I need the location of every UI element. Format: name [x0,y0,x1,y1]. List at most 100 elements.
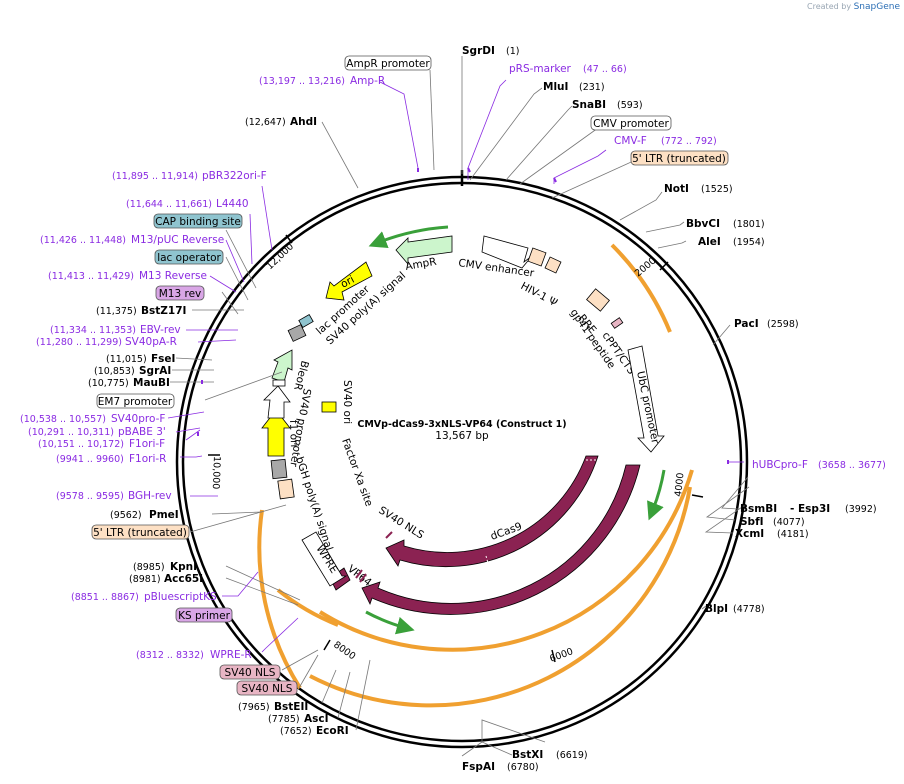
tick-label-10000: 10,000 [210,456,222,490]
box-em7-promoter-text: EM7 promoter [98,396,173,408]
box-sv40-nls-1 [219,664,281,680]
site-sbfi-coord: (4077) [773,517,805,528]
box-cap-binding-site-text: CAP binding site [155,216,241,228]
site-snabi: SnaBI [572,99,606,111]
plasmid-name: CMVp-dCas9-3xNLS-VP64 (Construct 1) [357,419,566,430]
box-em7-promoter [96,393,175,409]
box-sv40-nls-1-text: SV40 NLS [225,667,276,679]
ampr-label: AmpR [404,256,437,273]
f1-ori-feature [261,409,291,457]
orange-track-left [257,509,302,690]
hiv-label: HIV-1 Ψ [519,280,560,309]
site-ecori-coord: (7652) [280,726,312,737]
site-mlui-coord: (231) [579,82,605,93]
bleor-feature [271,349,293,383]
primer-pbluescriptks-coord: (8851 .. 8867) [71,592,139,603]
wpre-feature [301,531,348,587]
factor-xa-label: Factor Xa site [339,437,375,508]
site-bbvci: BbvCI [686,218,720,230]
primer-ticks [197,167,729,464]
box-ks-primer [175,607,233,623]
primer-l4440: L4440 [216,198,249,210]
site-blpi: BlpI [705,603,728,615]
ubc-promoter-feature [627,345,665,453]
primer-sv40pro-f: SV40pro-F [111,413,165,425]
site-asci: AscI [304,713,329,725]
cmv-promoter-block [527,247,547,267]
box-lac-operator [154,249,224,265]
box-ampr-promoter-text: AmpR promoter [346,58,430,70]
box-sv40-nls-2 [236,680,298,696]
ori-feature [325,261,373,301]
plasmid-size: 13,567 bp [435,430,489,442]
site-sgrdi: SgrDI [462,45,495,57]
site-sgrai: SgrAI [139,365,171,377]
site-bstxi: BstXI [512,749,543,761]
box-labels: AmpR promoter CMV promoter 5' LTR (trunc… [91,55,729,696]
ori-label: ori [339,274,357,291]
ltr-block-left [277,478,295,500]
box-ks-primer-text: KS primer [178,610,230,622]
ampr-feature [395,235,453,266]
site-fsei-coord: (11,015) [106,354,147,365]
orange-track-right2 [309,486,692,708]
site-maubi-coord: (10,775) [88,378,129,389]
tick-label-12000: 12,000 [264,241,296,272]
site-blpi-coord: (4778) [733,604,765,615]
site-noti: NotI [664,183,689,195]
credit-prefix: Created by [807,2,852,11]
dcas9-dash-2 [485,555,491,571]
primer-sv40pa-r: SV40pA-R [125,336,177,348]
credit-brand: SnapGene [853,2,900,12]
bgh-polya-block [270,458,288,480]
primer-ebv-rev: EBV-rev [140,324,181,336]
ltr-block-top [544,256,562,274]
green-arrow-bottom [365,610,415,635]
site-sgrdi-coord: (1) [506,46,519,57]
box-ampr-promoter [344,55,432,71]
site-bsteii: BstEII [274,701,308,713]
site-bstz17i: BstZ17I [141,305,186,317]
primer-prs-marker-coord: (47 .. 66) [583,64,627,75]
green-arrow-right-1 [647,469,666,521]
box-sv40-nls-2-text: SV40 NLS [242,683,293,695]
site-sbfi: SbfI [740,516,764,528]
tick-label-6000: 6000 [548,646,574,665]
primer-m13puc-reverse: M13/pUC Reverse [131,234,224,246]
box-ltr-top [630,150,729,166]
snapgene-credit: Created by SnapGene [807,2,900,12]
primer-wpre-r-coord: (8312 .. 8332) [136,650,204,661]
box-cap-binding-site [153,213,243,229]
site-fspai-coord: (6780) [507,762,539,773]
primer-l4440-coord: (11,644 .. 11,661) [126,199,212,210]
primer-f1ori-r: F1ori-R [129,453,166,465]
site-acc65i: Acc65I [164,573,203,585]
tick-marks [208,234,704,663]
primer-hubcpro-f-coord: (3658 .. 3677) [818,460,886,471]
primer-pbr322ori-f-coord: (11,895 .. 11,914) [112,171,198,182]
primer-amp-r: Amp-R [350,75,385,87]
site-ahdi: AhdI [290,116,317,128]
site-mlui: MluI [543,81,568,93]
site-fspai: FspAI [462,761,495,773]
primer-cmv-f-coord: (772 .. 792) [661,136,717,147]
site-kpni: KpnI [170,561,197,573]
site-bsteii-coord: (7965) [238,702,270,713]
site-pmei-coord: (9562) [110,510,142,521]
site-leaders [170,56,750,757]
tick-label-8000: 8000 [331,639,357,662]
rre-block [586,288,610,312]
site-xcmi: XcmI [735,528,764,540]
site-fsei: FseI [151,353,175,365]
nls-marker-3 [385,531,393,539]
site-pmei: PmeI [149,509,179,521]
box-cmv-promoter-text: CMV promoter [593,118,669,130]
box-ltr-top-text: 5' LTR (truncated) [632,153,726,165]
site-bstxi-coord: (6619) [556,750,588,761]
em7-block [272,379,286,387]
orange-track-left2 [276,588,339,627]
site-noti-coord: (1525) [701,184,733,195]
primer-f1ori-f-coord: (10,151 .. 10,172) [38,439,124,450]
primer-labels: pRS-marker (47 .. 66) CMV-F (772 .. 792)… [20,63,886,661]
